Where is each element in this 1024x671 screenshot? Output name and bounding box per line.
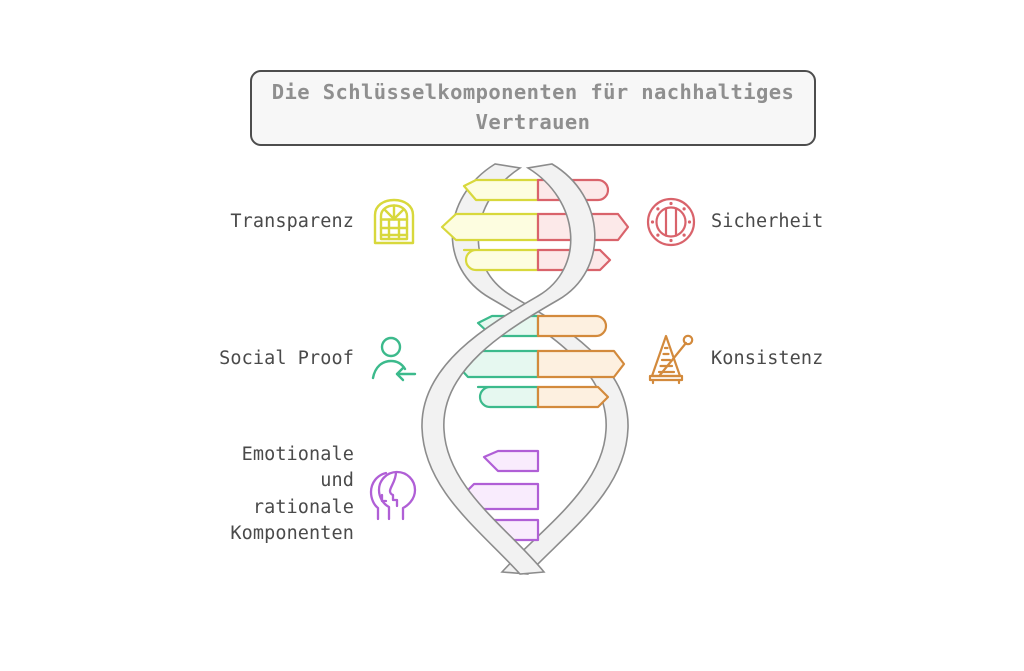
component-social-proof-label: Social Proof	[219, 347, 354, 369]
two-heads-icon	[368, 469, 420, 521]
dna-double-helix-illustration	[420, 158, 652, 578]
title-banner: Die Schlüsselkomponenten für nachhaltige…	[250, 70, 816, 146]
component-emotionale-rationale[interactable]: Emotionale und rationale Komponenten	[130, 442, 420, 547]
component-konsistenz[interactable]: Konsistenz	[645, 333, 945, 385]
component-konsistenz-label: Konsistenz	[711, 347, 824, 369]
window-icon	[368, 196, 420, 248]
page-title: Die Schlüsselkomponenten für nachhaltige…	[271, 80, 795, 134]
dna-strand-front	[421, 163, 596, 575]
component-sicherheit-label: Sicherheit	[711, 210, 824, 232]
metronome-icon	[645, 333, 697, 385]
component-social-proof[interactable]: Social Proof	[140, 333, 420, 385]
dna-rungs-group-social-konsistenz	[454, 314, 626, 409]
vault-door-icon	[645, 196, 697, 248]
person-arrow-icon	[368, 333, 420, 385]
dna-rungs-group-transparenz-sicherheit	[440, 178, 630, 272]
component-transparenz-label: Transparenz	[230, 210, 354, 232]
component-transparenz[interactable]: Transparenz	[150, 196, 420, 248]
component-sicherheit[interactable]: Sicherheit	[645, 196, 945, 248]
dna-rungs-group-emotionale-rationale	[460, 449, 540, 542]
component-emotionale-rationale-label: Emotionale und rationale Komponenten	[230, 444, 354, 544]
